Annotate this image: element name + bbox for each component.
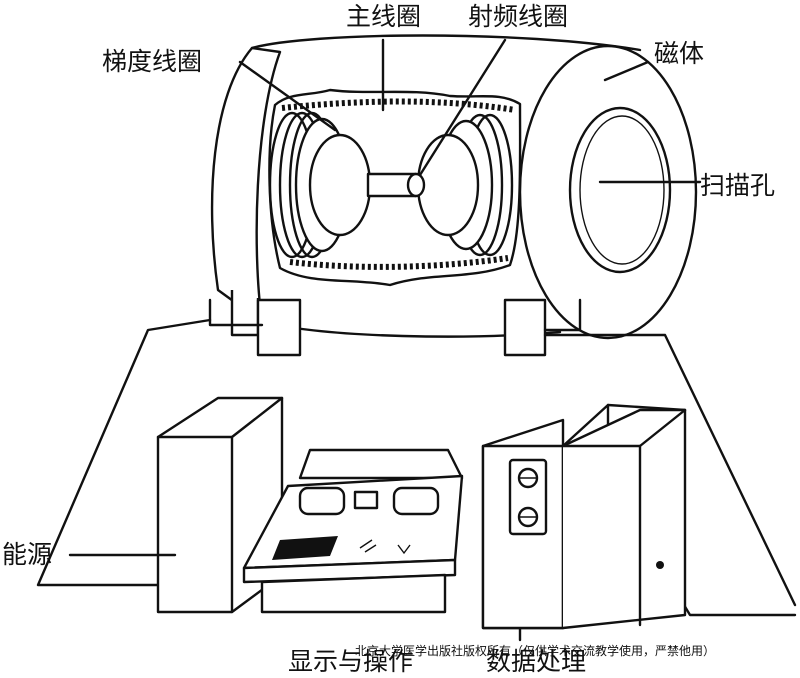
cutaway-interior (268, 88, 522, 287)
label-main-coil: 主线圈 (346, 2, 421, 31)
label-power: 能源 (2, 540, 52, 569)
copyright-notice: 北京大学医学出版社版权所有（仅供学术交流教学使用，严禁他用） (355, 643, 715, 658)
power-indicator (656, 561, 664, 569)
console-keyboard (272, 536, 338, 560)
magnet-body (210, 34, 698, 340)
label-magnet: 磁体 (654, 39, 704, 68)
label-display-operation: 显示与操作 (288, 647, 413, 676)
leader-lines (68, 38, 702, 557)
magnet-supports (208, 290, 582, 357)
label-rf-coil: 射频线圈 (468, 2, 568, 31)
console-screen-right (392, 486, 440, 516)
data-cabinets (481, 403, 687, 630)
labels: 主线圈 射频线圈 梯度线圈 磁体 扫描孔 能源 显示与操作 数据处理 北京大学医… (2, 2, 775, 676)
tape-drive (508, 458, 548, 536)
scan-hole (568, 106, 672, 274)
label-data-processing: 数据处理 (486, 647, 586, 676)
console (242, 448, 464, 614)
console-screen-left (298, 486, 346, 516)
label-gradient-coil: 梯度线圈 (102, 47, 202, 76)
label-scan-hole: 扫描孔 (700, 171, 775, 200)
console-screen-center (353, 490, 379, 510)
